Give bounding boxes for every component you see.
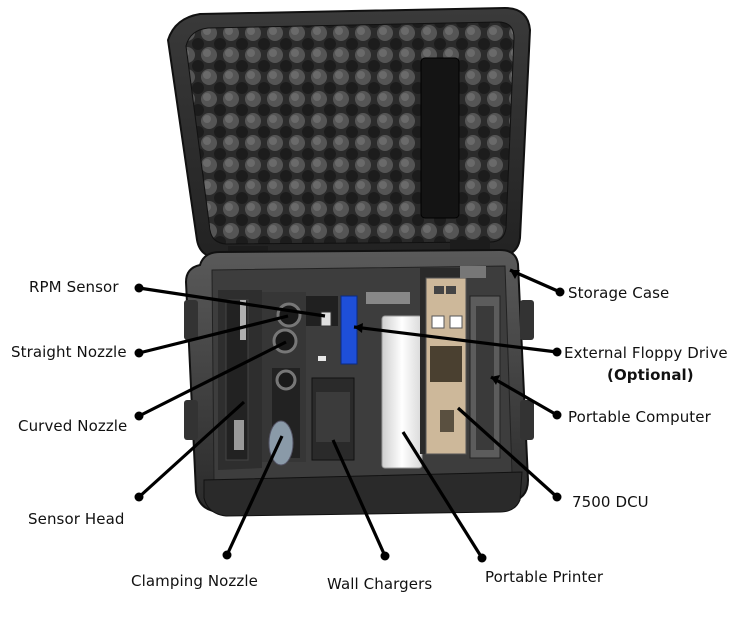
label-wall-chargers: Wall Chargers [327,575,433,593]
label-straight-nozzle: Straight Nozzle [11,343,127,361]
leader-dcu [456,406,559,499]
leader-arrowheads [354,270,520,385]
center-top [306,295,358,365]
leader-curved-nozzle [138,340,287,418]
label-storage-case: Storage Case [568,284,670,302]
left-compartment [218,290,262,470]
label-external-floppy-optional: (Optional) [607,366,694,384]
leader-clamping-nozzle [225,435,284,556]
leader-lines [137,268,561,559]
leader-straight-nozzle [138,314,289,355]
label-sensor-head: Sensor Head [28,510,125,528]
leader-wall-chargers [331,439,387,557]
label-rpm-sensor: RPM Sensor [29,278,119,296]
floppy-drive-item [340,295,358,365]
wall-chargers-item [311,377,355,461]
dcu-item [420,266,486,455]
label-dcu: 7500 DCU [572,493,649,511]
label-clamping-nozzle: Clamping Nozzle [131,572,258,590]
leader-portable-computer [490,375,558,417]
label-portable-printer: Portable Printer [485,568,604,586]
leader-sensor-head [137,400,246,499]
case-lid [166,6,532,260]
leader-storage-case [509,268,561,294]
leader-rpm-sensor [138,286,326,318]
label-external-floppy-drive: External Floppy Drive [564,344,728,362]
leader-portable-printer [401,431,484,559]
label-portable-computer: Portable Computer [568,408,711,426]
rpm-sensor-item [320,311,332,327]
lid-slot [420,57,460,219]
leader-dots [134,283,565,563]
straight-nozzle-item [276,302,302,328]
label-curved-nozzle: Curved Nozzle [18,417,128,435]
leader-floppy-drive [353,325,558,354]
